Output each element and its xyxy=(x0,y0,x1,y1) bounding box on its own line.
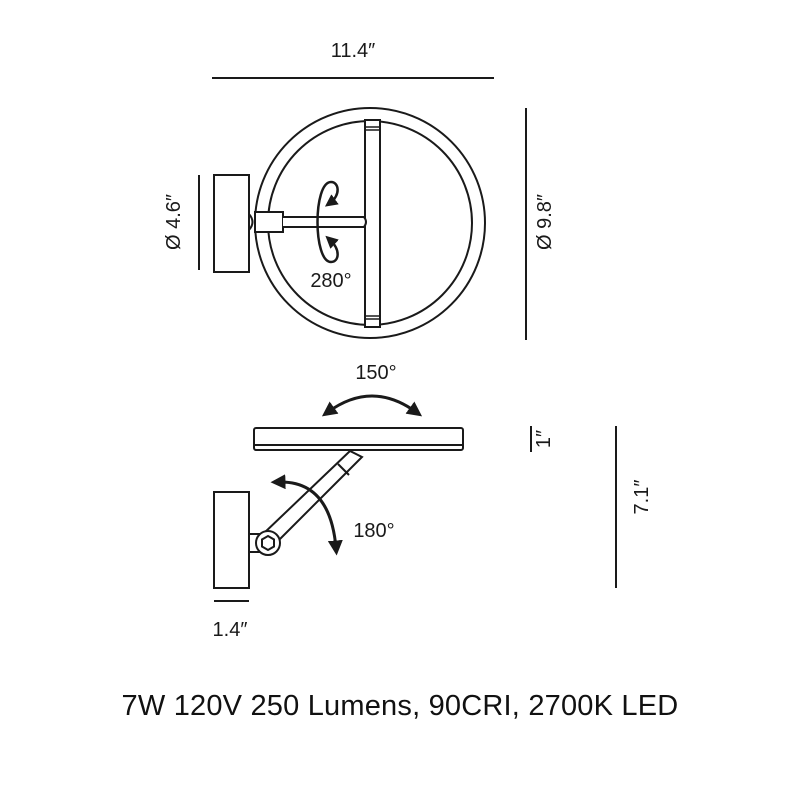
tilt-arrow-icon xyxy=(321,394,423,417)
arm-rotation-arrow-icon xyxy=(270,474,343,556)
arm-rotation-label: 180° xyxy=(353,520,394,542)
arm xyxy=(283,216,367,228)
spec-text: 7W 120V 250 Lumens, 90CRI, 2700K LED xyxy=(121,690,679,722)
width-label: 11.4″ xyxy=(331,40,376,62)
diameter-label: Ø 9.8″ xyxy=(534,194,556,250)
hinge-joint xyxy=(255,530,281,556)
lamp-head xyxy=(253,427,464,451)
rotation-arrow-icon xyxy=(316,180,332,264)
rotation-label: 280° xyxy=(310,270,351,292)
center-bar xyxy=(364,119,381,328)
front-view xyxy=(198,77,527,340)
wall-base xyxy=(213,174,250,273)
side-wall-base xyxy=(213,491,250,589)
side-view xyxy=(213,394,617,602)
height-label: 7.1″ xyxy=(631,480,653,515)
base-diameter-label: Ø 4.6″ xyxy=(163,194,185,250)
thickness-label: 1″ xyxy=(533,430,555,448)
base-depth-label: 1.4″ xyxy=(213,619,248,641)
tilt-arm xyxy=(260,449,364,547)
tilt-label: 150° xyxy=(355,362,396,384)
swivel-connector xyxy=(254,211,284,233)
